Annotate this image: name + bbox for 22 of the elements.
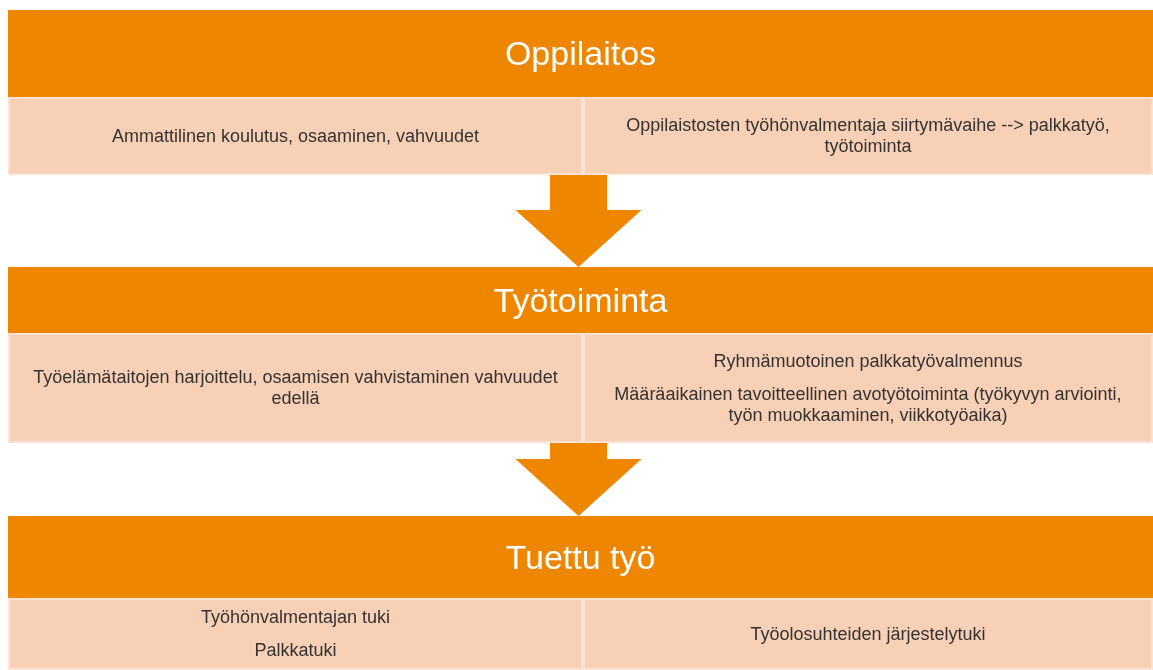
detail-box <box>8 333 583 443</box>
detail-box <box>8 598 583 670</box>
stage-title: Tuettu työ <box>505 537 656 577</box>
stage-title: Työtoiminta <box>493 280 668 320</box>
detail-text: Palkkatuki <box>254 640 337 661</box>
detail-text: Työhönvalmentajan tuki <box>200 607 391 628</box>
detail-box <box>8 97 583 175</box>
detail-box <box>583 598 1153 670</box>
down-arrow <box>515 175 642 267</box>
detail-text: Ryhmämuotoinen palkkatyövalmennus <box>713 350 1023 372</box>
detail-text: Ammattilinen koulutus, osaaminen, vahvuudet <box>111 125 480 147</box>
detail-text: Oppilaistosten työhönvalmentaja siirtymävaihe --> palkkatyö, työtoiminta <box>625 115 1111 157</box>
detail-text: Määräaikainen tavoitteellinen avotyötoiminta (työkyvyn arviointi, työn muokkaaminen, viikkotyöaika) <box>613 383 1123 426</box>
stage-header-band <box>8 267 1153 333</box>
down-arrow <box>515 443 642 516</box>
detail-text: Työelämätaitojen harjoittelu, osaamisen vahvistaminen vahvuudet edellä <box>32 367 559 409</box>
stage-header-band <box>8 516 1153 598</box>
detail-box <box>583 97 1153 175</box>
stage-title: Oppilaitos <box>504 34 657 73</box>
stage-header-band <box>8 10 1153 97</box>
detail-text: Työolosuhteiden järjestelytuki <box>750 623 986 645</box>
detail-box <box>583 333 1153 443</box>
